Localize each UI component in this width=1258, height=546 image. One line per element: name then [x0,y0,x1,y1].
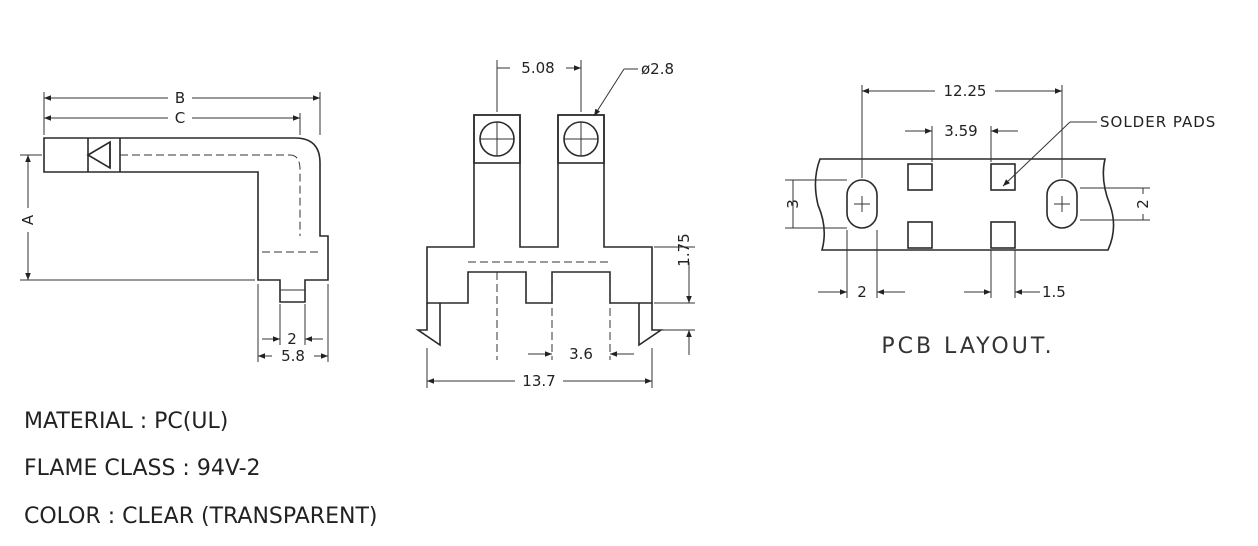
pcb-slot-left [846,179,878,229]
front-view-outline [426,114,653,304]
solder-pad-tr [990,163,1016,191]
dim-3-59-label: 3.59 [944,122,977,140]
diode-symbol [86,140,111,170]
pipe-square-right [557,114,605,164]
pcb-strip [814,158,1115,251]
pcb-slot-right [1046,179,1078,229]
dim-1-5-label: 1.5 [1042,283,1066,301]
solder-pads-label: SOLDER PADS [1100,113,1216,131]
color-spec: COLOR : CLEAR (TRANSPARENT) [24,504,378,529]
side-view: B C A 2 5.8 [19,89,329,365]
dim-13-7-label: 13.7 [522,372,555,390]
solder-pad-br [990,221,1016,249]
side-view-outline [43,137,329,303]
dim-3-6-label: 3.6 [569,345,593,363]
dim-5-8-label: 5.8 [281,347,305,365]
dim-2-label: 2 [287,330,297,348]
dim-1-75-label: 1.75 [675,233,693,266]
dim-diameter-label: ø2.8 [641,60,674,78]
solder-pad-tl [907,163,933,191]
flame-class-spec: FLAME CLASS : 94V-2 [24,456,261,481]
snap-leg-left [415,303,441,347]
pcb-layout: 12.25 3.59 SOLDER PADS 3 2 2 1.5 PCB LAY… [784,82,1216,359]
snap-leg-right [638,303,664,347]
dim-12-25-label: 12.25 [944,82,987,100]
dim-2-bottom-label: 2 [857,283,867,301]
dim-b-label: B [175,89,185,107]
pcb-layout-title: PCB LAYOUT. [881,334,1054,359]
solder-pad-bl [907,221,933,249]
pipe-square-left [473,114,521,164]
dim-a-label: A [19,214,37,225]
dim-5-08-label: 5.08 [521,59,554,77]
dim-3-label: 3 [784,199,802,209]
front-view: 5.08 ø2.8 1.75 3.6 13.7 [415,59,695,390]
material-spec: MATERIAL : PC(UL) [24,409,229,434]
dim-c-label: C [175,109,185,127]
dim-2-right-label: 2 [1134,199,1152,209]
